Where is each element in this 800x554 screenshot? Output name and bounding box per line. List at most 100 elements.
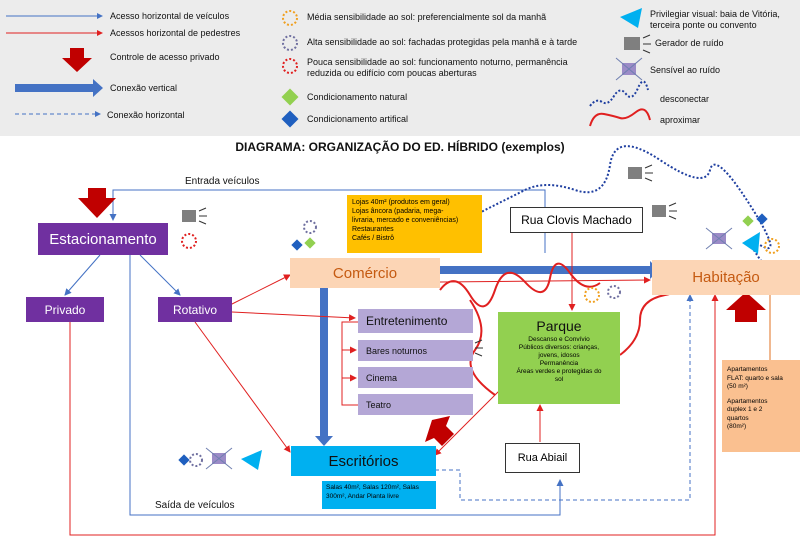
parque-note-line: Públicos diversos: crianças, [518,344,600,351]
legend-noise-gen: Gerador de ruído [655,38,724,48]
legend-natural-diamond-icon [281,88,299,106]
teatro-box: Teatro [358,394,473,415]
legend-control-arrow-icon [62,48,92,72]
legend-medium-sun: Média sensibilidade ao sol: preferencial… [307,12,547,22]
legend-medium-sun-icon [282,10,298,26]
legend-disconnect-line [589,80,649,107]
vehicle-exit-line [129,250,564,516]
escritorios-note: Salas 40m², Salas 120m², Salas 300m², An… [322,481,436,509]
legend-private-control: Controle de acesso privado [110,52,220,62]
legend-panel: Acesso horizontal de veículos Acessos ho… [0,0,800,136]
legend-approach-line [589,108,651,127]
legend-disconnect: desconectar [660,94,710,104]
legend-horizontal: Conexão horizontal [107,110,185,120]
legend-vertical-arrow [15,79,103,97]
sun-low-estacionamento-icon [181,233,197,249]
habitacao-note-line: (80m²) [727,423,747,430]
noise-sensitive-habitacao-icon [705,227,733,250]
escritorios-box: Escritórios [291,446,436,476]
noise-generator-rua-icon [628,164,653,182]
parque-note: Descanso e Convívio Públicos diversos: c… [517,336,602,384]
habitacao-note-line: duplex 1 e 2 [727,406,763,413]
legend-high-sun: Alta sensibilidade ao sol: fachadas prot… [307,37,578,47]
vertical-comercio-escritorios [315,288,333,446]
noise-generator-clovis-icon [652,202,677,220]
legend-view-line2: terceira ponte ou convento [650,20,757,30]
habitacao-box: Habitação [652,260,800,295]
parque-box: Parque Descanso e Convívio Públicos dive… [498,312,620,404]
sun-high-escritorios-icon [189,453,203,467]
estac-to-rotativo [139,254,181,296]
entretenimento-bracket [341,321,358,406]
estac-to-privado [64,254,101,296]
legend-high-sun-icon [282,35,298,51]
parque-title: Parque [536,318,582,334]
control-arrow-estacionamento-icon [78,188,116,218]
parque-note-line: Permanência [539,360,579,367]
view-escritorios-icon [241,450,262,470]
legend-noise-sens: Sensível ao ruído [650,65,721,75]
legend-low-sun-icon [282,58,298,74]
comercio-note-line: livraria, mercado e conveniências) [352,217,459,224]
view-habitacao-icon [742,232,760,254]
rotativo-to-escritorios [194,321,291,453]
parque-note-line: Áreas verdes e protegidas do [516,368,602,375]
legend-low-sun-line2: reduzida ou edifício com poucas abertura… [307,68,477,78]
sun-high-parque-icon [607,285,621,299]
habitacao-note-line: Apartamentos [727,397,768,405]
approach-line-entretenimento-parque [469,299,496,396]
legend-noise-generator-icon [624,34,651,54]
legend-natural: Condicionamento natural [307,92,408,102]
saida-veiculos-label: Saída de veículos [155,500,235,511]
escritorios-dashed-connection [435,294,694,501]
diagram-title: DIAGRAMA: ORGANIZAÇÃO DO ED. HÍBRIDO (ex… [235,140,565,154]
estacionamento-box: Estacionamento [38,223,168,255]
habitacao-note: Apartamentos FLAT: quarto e sala (50 m²)… [722,360,800,452]
habitacao-note-line: (50 m²) [727,383,748,390]
comercio-note-line: Lojas âncora (padaria, mega- [352,208,444,215]
habitacao-note-line: Apartamentos [727,366,768,373]
vertical-comercio-habitacao [440,261,659,279]
comercio-note-line: Restaurantes [352,226,394,233]
comercio-box: Comércio [290,258,440,288]
artificial-comercio-diamond-icon [291,239,303,251]
cinema-box: Cinema [358,367,473,388]
parque-to-escritorios [434,389,501,456]
comercio-note-line: Lojas 40m² (produtos em geral) [352,199,450,206]
parque-note-line: sol [554,376,564,383]
escritorios-note-line: Salas 40m², Salas 120m², Salas [326,484,419,491]
entretenimento-box: Entretenimento [358,309,473,333]
legend-vertical: Conexão vertical [110,83,178,93]
approach-line-comercio-parque [439,262,601,308]
artificial-habitacao-diamond-icon [756,213,768,225]
bares-box: Bares noturnos [358,340,473,361]
rotativo-to-entretenimento [231,311,356,322]
legend-h-pedestrians: Acessos horizontal de pedestres [110,28,241,38]
habitacao-note-line: FLAT: quarto e sala [727,374,783,382]
legend-approach: aproximar [660,115,701,125]
privado-box: Privado [26,297,104,322]
control-arrow-escritorios-icon [425,416,454,446]
rotativo-box: Rotativo [158,297,232,322]
sun-medium-habitacao-icon [764,238,780,254]
rotativo-to-comercio [229,274,291,306]
legend-low-sun-line1: Pouca sensibilidade ao sol: funcionament… [307,57,568,67]
natural-habitacao-diamond-icon [742,215,754,227]
legend-view-icon [620,8,642,28]
comercio-to-habitacao [439,276,651,284]
escritorios-note-line: 300m², Andar Planta livre [326,492,399,500]
privado-pedestrian-line [69,294,719,536]
legend-view-line1: Privilegiar visual: baia de Vitória, [650,9,780,19]
comercio-note-line: Cafés / Bistrô [352,235,395,242]
legend-noise-sensitive-icon [615,57,643,81]
parque-note-line: jovens, idosos [538,352,580,359]
sun-medium-parque-icon [584,287,600,303]
habitacao-note-line: quartos [727,414,749,422]
legend-symbols [6,8,651,128]
legend-artificial: Condicionamento artifical [307,114,409,124]
rua-abiail-box: Rua Abiail [505,443,580,473]
noise-sensitive-escritorios-icon [205,447,233,470]
artificial-escritorios-diamond-icon [178,454,190,466]
legend-h-vehicles: Acesso horizontal de veículos [110,11,230,21]
